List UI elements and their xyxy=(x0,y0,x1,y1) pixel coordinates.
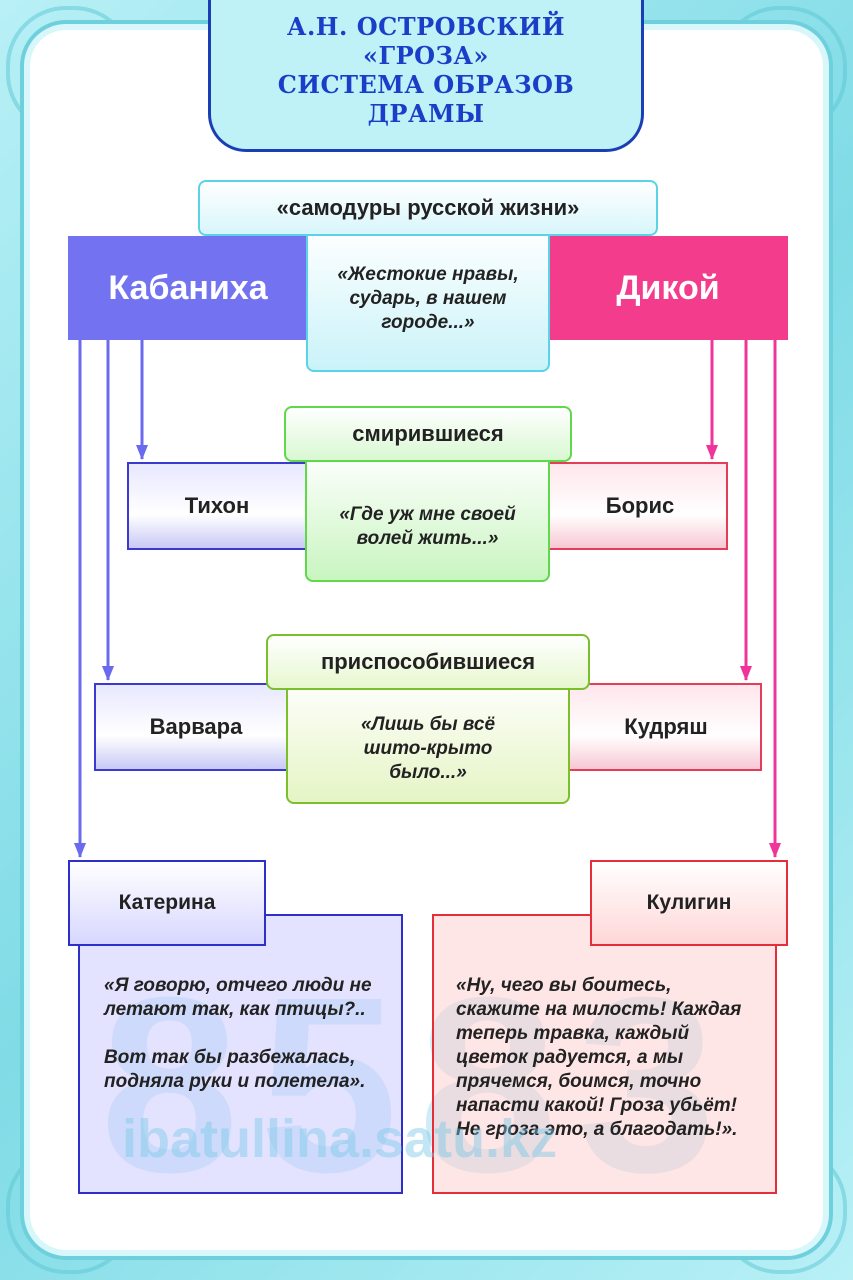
kudryash-label: Кудряш xyxy=(624,714,708,739)
submissive-quote: «Где уж мне своей волей жить...» xyxy=(339,504,516,549)
kuligin-box: Кулигин xyxy=(590,860,788,946)
katerina-quote-1: «Я говорю, отчего люди не летают так, ка… xyxy=(104,975,372,1020)
adapted-group-label: приспособившиеся xyxy=(266,634,590,690)
tyrants-quote: «Жестокие нравы, сударь, в нашем городе.… xyxy=(337,264,519,333)
arrow-dikoy-kudryash-head xyxy=(740,666,752,681)
boris-label: Борис xyxy=(605,493,675,518)
kudryash-box: Кудряш xyxy=(558,683,762,771)
watermark-site: ibatullina.satu.kz xyxy=(122,1109,558,1169)
submissive-group-label: смирившиеся xyxy=(284,406,572,462)
varvara-label: Варвара xyxy=(149,714,243,739)
tyrants-group-label: «самодуры русской жизни» xyxy=(198,180,658,236)
title-line: СИСТЕМА ОБРАЗОВ xyxy=(277,70,575,99)
dikoy-box: Дикой xyxy=(548,236,788,340)
katerina-box: Катерина xyxy=(68,860,266,946)
adapted-quote-box: «Лишь бы всё шито-крыто было...» xyxy=(286,672,570,804)
kabanikha-box: Кабаниха xyxy=(68,236,308,340)
title-line: А.Н. ОСТРОВСКИЙ xyxy=(286,12,566,41)
adapted-quote: «Лишь бы всё шито-крыто было...» xyxy=(360,714,496,783)
arrow-dikoy-boris-head xyxy=(706,445,718,460)
title-panel: А.Н. ОСТРОВСКИЙ «ГРОЗА» СИСТЕМА ОБРАЗОВ … xyxy=(208,0,644,152)
submissive-quote-box: «Где уж мне своей волей жить...» xyxy=(305,450,550,582)
tyrants-quote-box: «Жестокие нравы, сударь, в нашем городе.… xyxy=(306,226,550,372)
varvara-box: Варвара xyxy=(94,683,298,771)
kuligin-quote-box: «Ну, чего вы боитесь, скажите на милость… xyxy=(432,914,777,1194)
kabanikha-label: Кабаниха xyxy=(108,268,268,307)
katerina-quote-box: «Я говорю, отчего люди не летают так, ка… xyxy=(78,914,403,1194)
arrow-kabanikha-varvara-head xyxy=(102,666,114,681)
tikhon-box: Тихон xyxy=(127,462,317,550)
katerina-quote-2: Вот так бы разбежалась, подняла руки и п… xyxy=(104,1047,366,1092)
katerina-label: Катерина xyxy=(118,891,216,914)
arrow-kabanikha-tikhon-head xyxy=(136,445,148,460)
dikoy-label: Дикой xyxy=(616,268,720,307)
tikhon-label: Тихон xyxy=(184,493,250,518)
kuligin-quote: «Ну, чего вы боитесь, скажите на милость… xyxy=(456,975,742,1140)
arrow-dikoy-kuligin-head xyxy=(769,843,781,858)
title-line: «ГРОЗА» xyxy=(363,41,489,70)
title-line: ДРАМЫ xyxy=(367,99,485,128)
kuligin-label: Кулигин xyxy=(646,891,732,914)
arrow-kabanikha-katerina-head xyxy=(74,843,86,858)
boris-box: Борис xyxy=(540,462,728,550)
